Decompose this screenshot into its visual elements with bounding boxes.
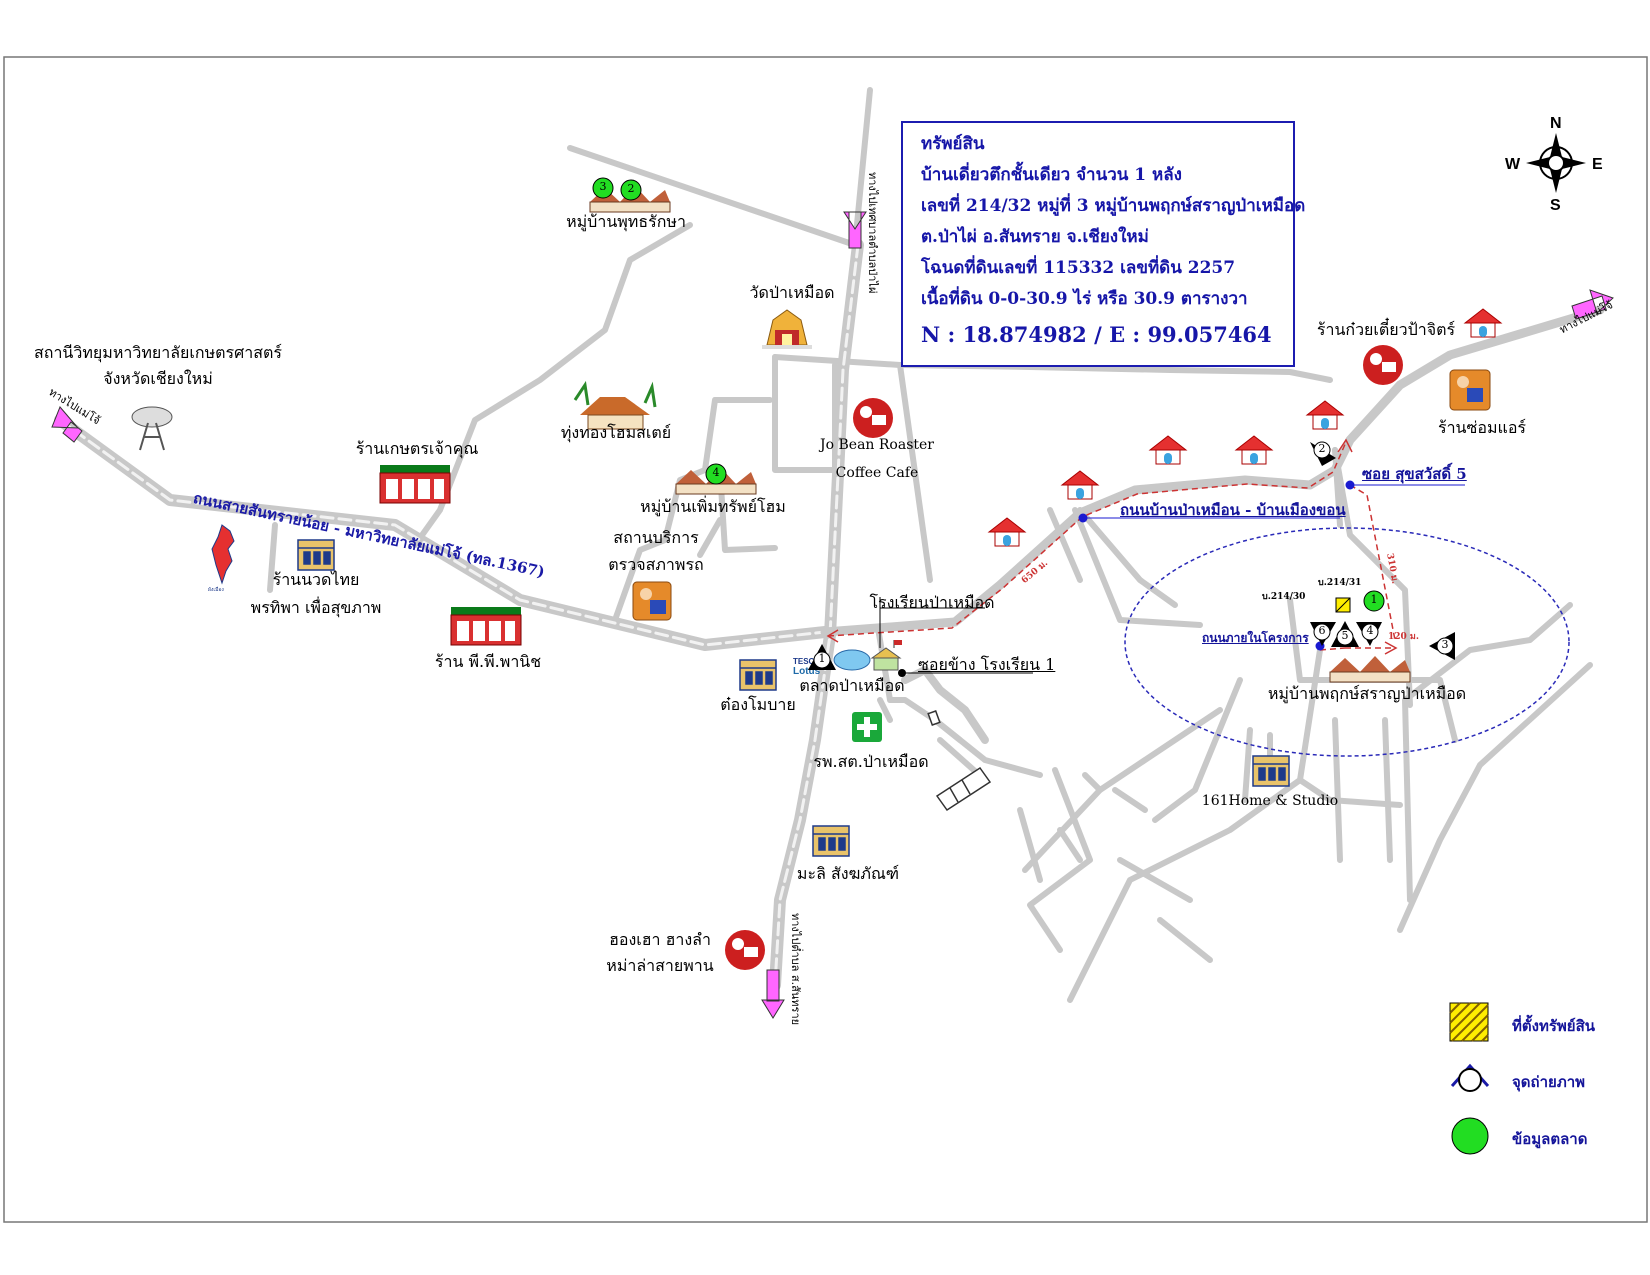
market-info-markers	[592, 177, 1385, 612]
label-soi-suksawat: ซอย สุขสวัสดิ์ 5	[1362, 465, 1467, 483]
svg-text:Lotus: Lotus	[793, 666, 821, 677]
temple-icon	[762, 309, 812, 349]
label-pp-panich: ร้าน พี.พี.พานิช	[434, 652, 542, 671]
label-dist-120: 120 ม.	[1388, 632, 1419, 642]
label-village-pruksaran: หมู่บ้านพฤกษ์สราญป่าเหมือด	[1267, 684, 1467, 703]
label-house-214-31: บ.214/31	[1318, 578, 1362, 588]
label-school: โรงเรียนป่าเหมือด	[869, 593, 995, 612]
label-to-south: ทางไปต่ำบล ส.สันทราย	[789, 913, 802, 1026]
label-hospital: รพ.สต.ป่าเหมือด	[813, 752, 929, 771]
compass-e: E	[1592, 156, 1603, 173]
label-kaset-shop: ร้านเกษตรเจ้าคุณ	[355, 439, 479, 458]
direction-arrows	[51, 211, 1614, 1019]
legend-market-label: ข้อมูลตลาด	[1512, 1130, 1588, 1148]
radio-tower-icon	[131, 406, 173, 451]
info-coordinates: N : 18.874982 / E : 99.057464	[921, 322, 1272, 347]
label-hong-hao-2: หม่าล่าสายพาน	[606, 956, 714, 975]
homestay-icon	[573, 380, 657, 430]
school-icon	[870, 640, 902, 671]
arrow-to-north	[843, 211, 867, 249]
store-icon	[450, 607, 522, 646]
compass-s: S	[1550, 197, 1561, 214]
label-massage-1: ร้านนวดไทย	[272, 570, 360, 589]
label-jo-bean-1: Jo Bean Roaster	[820, 437, 934, 453]
photo-point-5: 5	[1341, 629, 1349, 642]
legend-photo-swatch	[1450, 1063, 1490, 1092]
label-road-internal: ถนนภายในโครงการ	[1202, 631, 1309, 645]
store-icon	[379, 465, 451, 504]
photo-point-3: 3	[1441, 638, 1449, 651]
label-market: ตลาดป่าเหมือด	[799, 676, 905, 695]
arrow-to-maejo-right	[1571, 289, 1614, 320]
label-inspection-2: ตรวจสภาพรถ	[608, 555, 704, 574]
legend-market-swatch	[1451, 1117, 1489, 1155]
label-thung-thong: ทุ่งทองโฮมสเตย์	[560, 423, 672, 442]
compass-icon	[1526, 133, 1586, 193]
label-home-studio: 161Home & Studio	[1201, 793, 1339, 809]
photo-point-6: 6	[1318, 624, 1326, 637]
info-line-2: เลขที่ 214/32 หมู่ที่ 3 หมู่บ้านพฤกษ์สรา…	[921, 196, 1306, 216]
map-frame	[3, 56, 1648, 1223]
street-blocks	[927, 710, 992, 812]
main-highway	[54, 239, 1605, 991]
route-arrow-right	[1384, 641, 1398, 655]
photo-point-markers	[808, 441, 1455, 670]
info-title: ทรัพย์สิน	[921, 134, 985, 154]
mechanic-icon	[632, 369, 1491, 621]
property-marker	[1335, 597, 1351, 613]
label-village-permsap: หมู่บ้านเพิ่มทรัพย์โฮม	[640, 497, 786, 516]
route-to-property	[827, 441, 1396, 651]
info-line-3: ต.ป่าไผ่ อ.สันทราย จ.เชียงใหม่	[921, 227, 1149, 247]
info-line-4: โฉนดที่ดินเลขที่ 115332 เลขที่ดิน 2257	[921, 258, 1236, 278]
arrow-to-south	[761, 969, 785, 1019]
market-point-3: 3	[599, 180, 607, 193]
tesco-text: TESCO	[793, 657, 821, 666]
label-village-puttharaksa: หมู่บ้านพุทธรักษา	[566, 212, 686, 231]
label-hong-hao-1: ฮองเฮา ฮางลำ	[609, 930, 711, 949]
label-house-214-30: บ.214/30	[1262, 592, 1306, 602]
compass-w: W	[1505, 156, 1521, 173]
compass-n: N	[1550, 115, 1562, 132]
building-icon	[297, 539, 1290, 857]
market-pond-icon	[833, 649, 871, 671]
label-jo-bean-2: Coffee Cafe	[835, 465, 919, 481]
thailand-logo-icon: ผังเมือง	[208, 524, 235, 593]
label-aircon-shop: ร้านซ่อมแอร์	[1437, 418, 1527, 437]
label-to-north: ทางไปเทศบาลตำบลป่าไผ่	[866, 172, 879, 294]
hospital-icon	[852, 712, 882, 742]
legend-photo-label: จุดถ่ายภาพ	[1512, 1073, 1586, 1091]
market-point-1: 1	[1370, 593, 1378, 606]
market-point-4: 4	[712, 466, 720, 479]
tesco-logo-icon: TESCO Lotus	[793, 657, 821, 677]
photo-point-4: 4	[1366, 624, 1374, 637]
label-inspection-1: สถานบริการ	[613, 528, 699, 547]
property-info-box: ทรัพย์สิน บ้านเดี่ยวตึกชั้นเดียว จำนวน 1…	[901, 121, 1306, 367]
photo-point-2: 2	[1318, 442, 1326, 455]
legend-property-swatch	[1449, 1002, 1489, 1042]
route-arrow-up	[1337, 438, 1353, 453]
label-tong-mobai: ต๋องโมบาย	[720, 695, 796, 714]
roadside-houses	[987, 308, 1503, 547]
label-radio-station-1: สถานีวิทยุมหาวิทยาลัยเกษตรศาสตร์	[33, 343, 283, 362]
market-point-2: 2	[627, 182, 635, 195]
photo-point-1: 1	[818, 652, 826, 665]
restaurant-icon	[725, 345, 1403, 970]
label-massage-2: พรทิพา เพื่อสุขภาพ	[250, 598, 382, 617]
project-boundary	[1124, 527, 1570, 757]
label-road-pamuead: ถนนบ้านป่าเหมือน - บ้านเมืองขอน	[1120, 501, 1346, 519]
label-soi-school: ซอยข้าง โรงเรียน 1	[918, 655, 1056, 674]
label-mali: มะลิ สังฆภัณฑ์	[796, 864, 900, 883]
route-arrow-left	[826, 629, 839, 643]
label-noodle-shop: ร้านก๋วยเตี๋ยวป้าจิตร์	[1316, 320, 1456, 339]
info-line-1: บ้านเดี่ยวตึกชั้นเดียว จำนวน 1 หลัง	[921, 165, 1182, 185]
info-line-5: เนื้อที่ดิน 0-0-30.9 ไร่ หรือ 30.9 ตาราง…	[921, 289, 1248, 309]
label-radio-station-2: จังหวัดเชียงใหม่	[103, 369, 213, 388]
legend-property-label: ที่ตั้งทรัพย์สิน	[1512, 1017, 1595, 1035]
svg-text:ผังเมือง: ผังเมือง	[208, 586, 224, 593]
arrow-to-maejo-left	[51, 406, 83, 443]
label-wat-pa-muead: วัดป่าเหมือด	[749, 283, 835, 302]
